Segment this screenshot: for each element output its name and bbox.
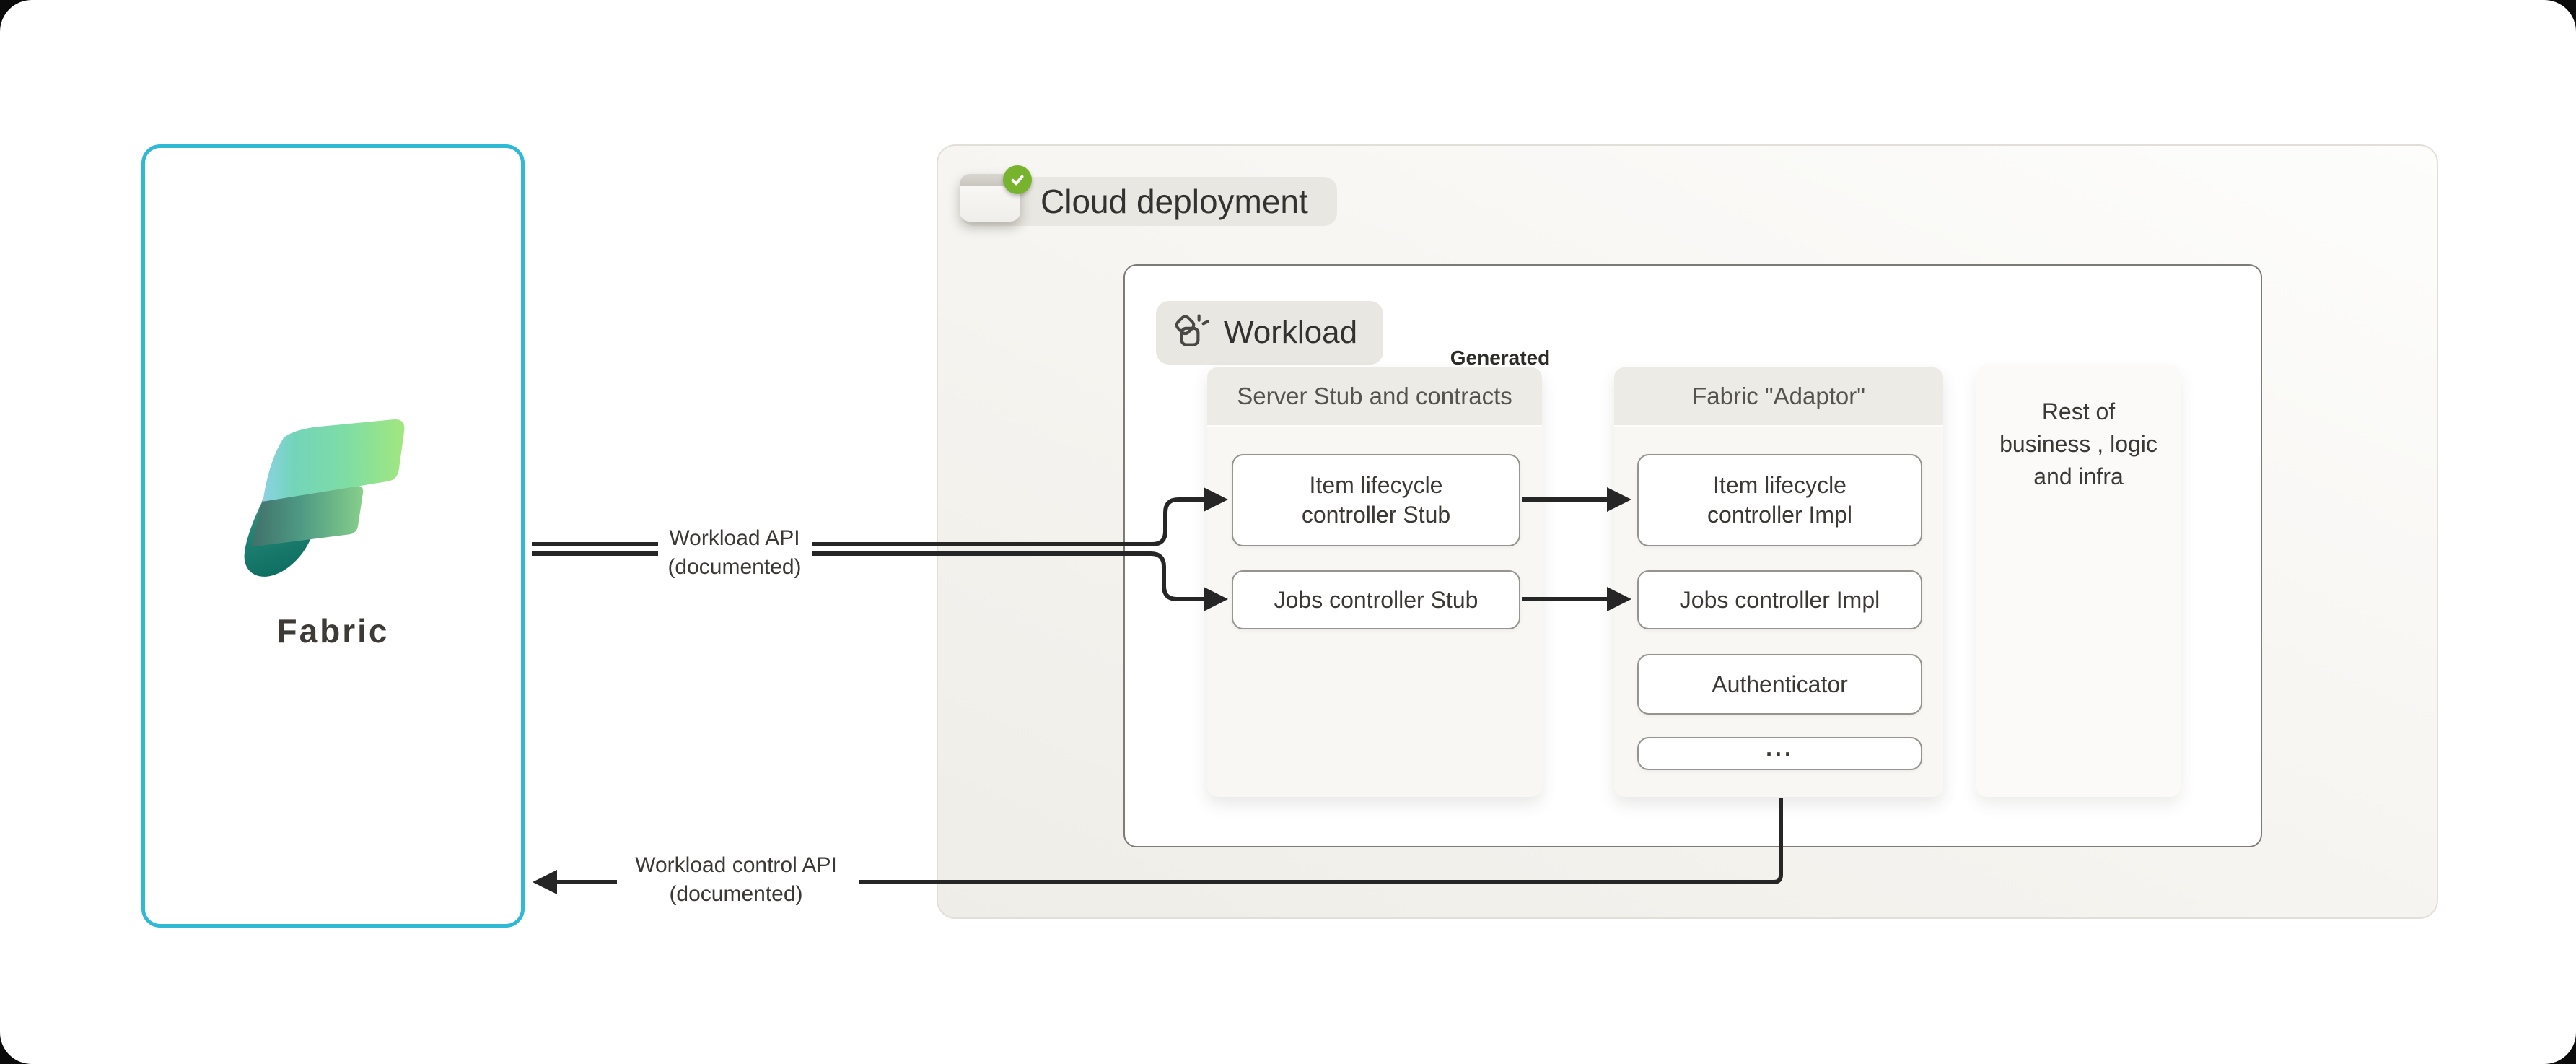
server-stub-column-header: Server Stub and contracts bbox=[1207, 367, 1542, 427]
item-lifecycle-controller-impl-box: Item lifecycle controller Impl bbox=[1637, 454, 1922, 546]
cloud-deployment-toggle[interactable] bbox=[960, 165, 1032, 222]
workload-control-api-label-line2: (documented) bbox=[669, 882, 803, 906]
workload-panel: Workload Generated Server Stub and contr… bbox=[1123, 264, 2262, 847]
workload-control-api-label: Workload control API (documented) bbox=[612, 851, 860, 909]
generated-tag: Generated bbox=[1450, 346, 1551, 369]
cloud-deployment-label: Cloud deployment bbox=[1041, 183, 1308, 220]
fabric-label: Fabric bbox=[276, 612, 390, 650]
fabric-panel: Fabric bbox=[141, 144, 525, 928]
ellipsis-box: ... bbox=[1637, 735, 1922, 770]
cloud-deployment-panel: Cloud deployment Workload Generated Ser bbox=[937, 144, 2438, 919]
rest-of-business-column: Rest of business , logic and infra bbox=[1976, 365, 2181, 797]
cloud-deployment-badge: Cloud deployment bbox=[960, 165, 1337, 226]
rest-of-business-label: Rest of business , logic and infra bbox=[1999, 398, 2157, 489]
authenticator-box: Authenticator bbox=[1637, 654, 1922, 715]
workload-api-label-line1: Workload API bbox=[669, 526, 800, 550]
adaptor-column-header: Fabric "Adaptor" bbox=[1614, 367, 1943, 427]
jobs-controller-impl-box: Jobs controller Impl bbox=[1637, 570, 1922, 629]
workload-badge: Workload bbox=[1156, 301, 1384, 365]
fabric-logo-icon bbox=[244, 419, 405, 577]
workload-label: Workload bbox=[1224, 315, 1358, 350]
workload-control-api-label-line1: Workload control API bbox=[635, 853, 837, 877]
workload-api-label: Workload API (documented) bbox=[634, 524, 836, 582]
workload-icon bbox=[1175, 314, 1209, 346]
jobs-controller-stub-box: Jobs controller Stub bbox=[1232, 570, 1520, 629]
ellipsis-label: ... bbox=[1766, 734, 1794, 761]
workload-api-label-line2: (documented) bbox=[667, 555, 802, 579]
item-lifecycle-controller-stub-box: Item lifecycle controller Stub bbox=[1232, 454, 1520, 546]
check-icon bbox=[1003, 165, 1032, 194]
